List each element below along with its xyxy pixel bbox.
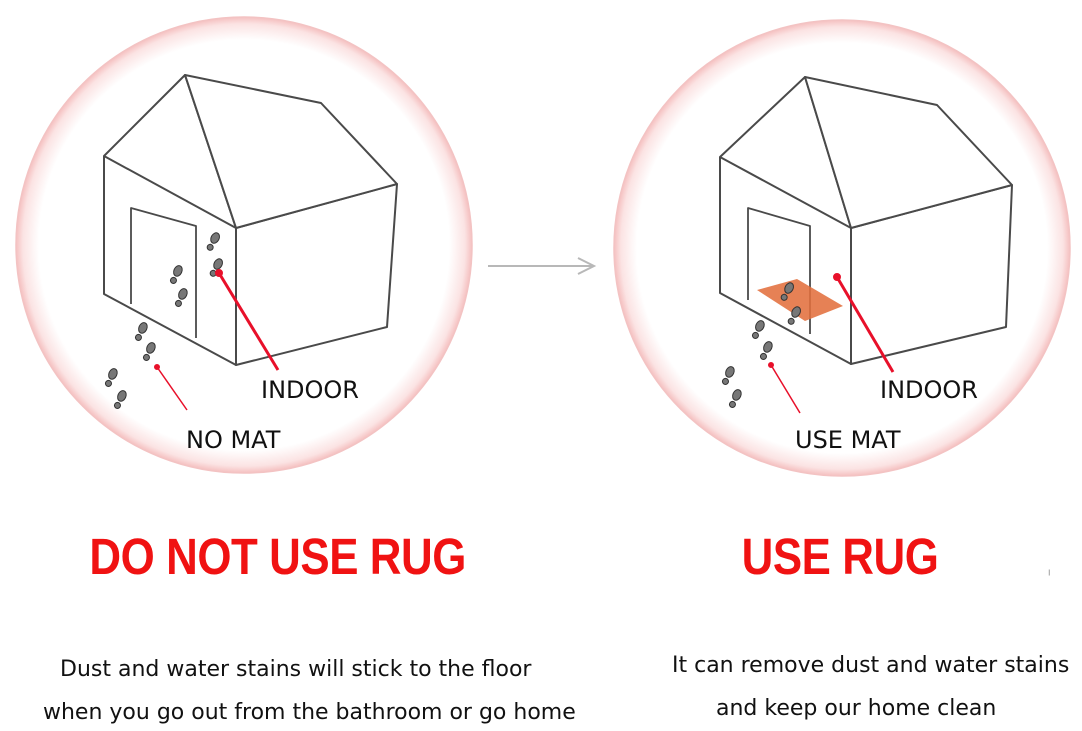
door-mat — [757, 279, 843, 321]
caption-left-line-1: Dust and water stains will stick to the … — [60, 657, 532, 682]
pointer-lines-left — [154, 269, 280, 411]
caption-right-line-1: It can remove dust and water stains — [672, 653, 1070, 678]
headline-use-rug: USE RUG — [741, 528, 939, 585]
house-illustration-left — [103, 74, 398, 366]
label-use-mat: USE MAT — [795, 426, 901, 454]
headline-do-not-use-rug: DO NOT USE RUG — [89, 528, 466, 585]
label-indoor-left: INDOOR — [261, 376, 359, 404]
pointer-lines-right — [768, 273, 895, 414]
label-indoor-right: INDOOR — [880, 376, 978, 404]
caption-right-line-2: and keep our home clean — [716, 696, 997, 721]
transition-arrow — [488, 257, 597, 275]
label-no-mat: NO MAT — [186, 426, 281, 454]
stray-mark: ˡ — [1048, 568, 1051, 584]
caption-left-line-2: when you go out from the bathroom or go … — [43, 700, 576, 725]
